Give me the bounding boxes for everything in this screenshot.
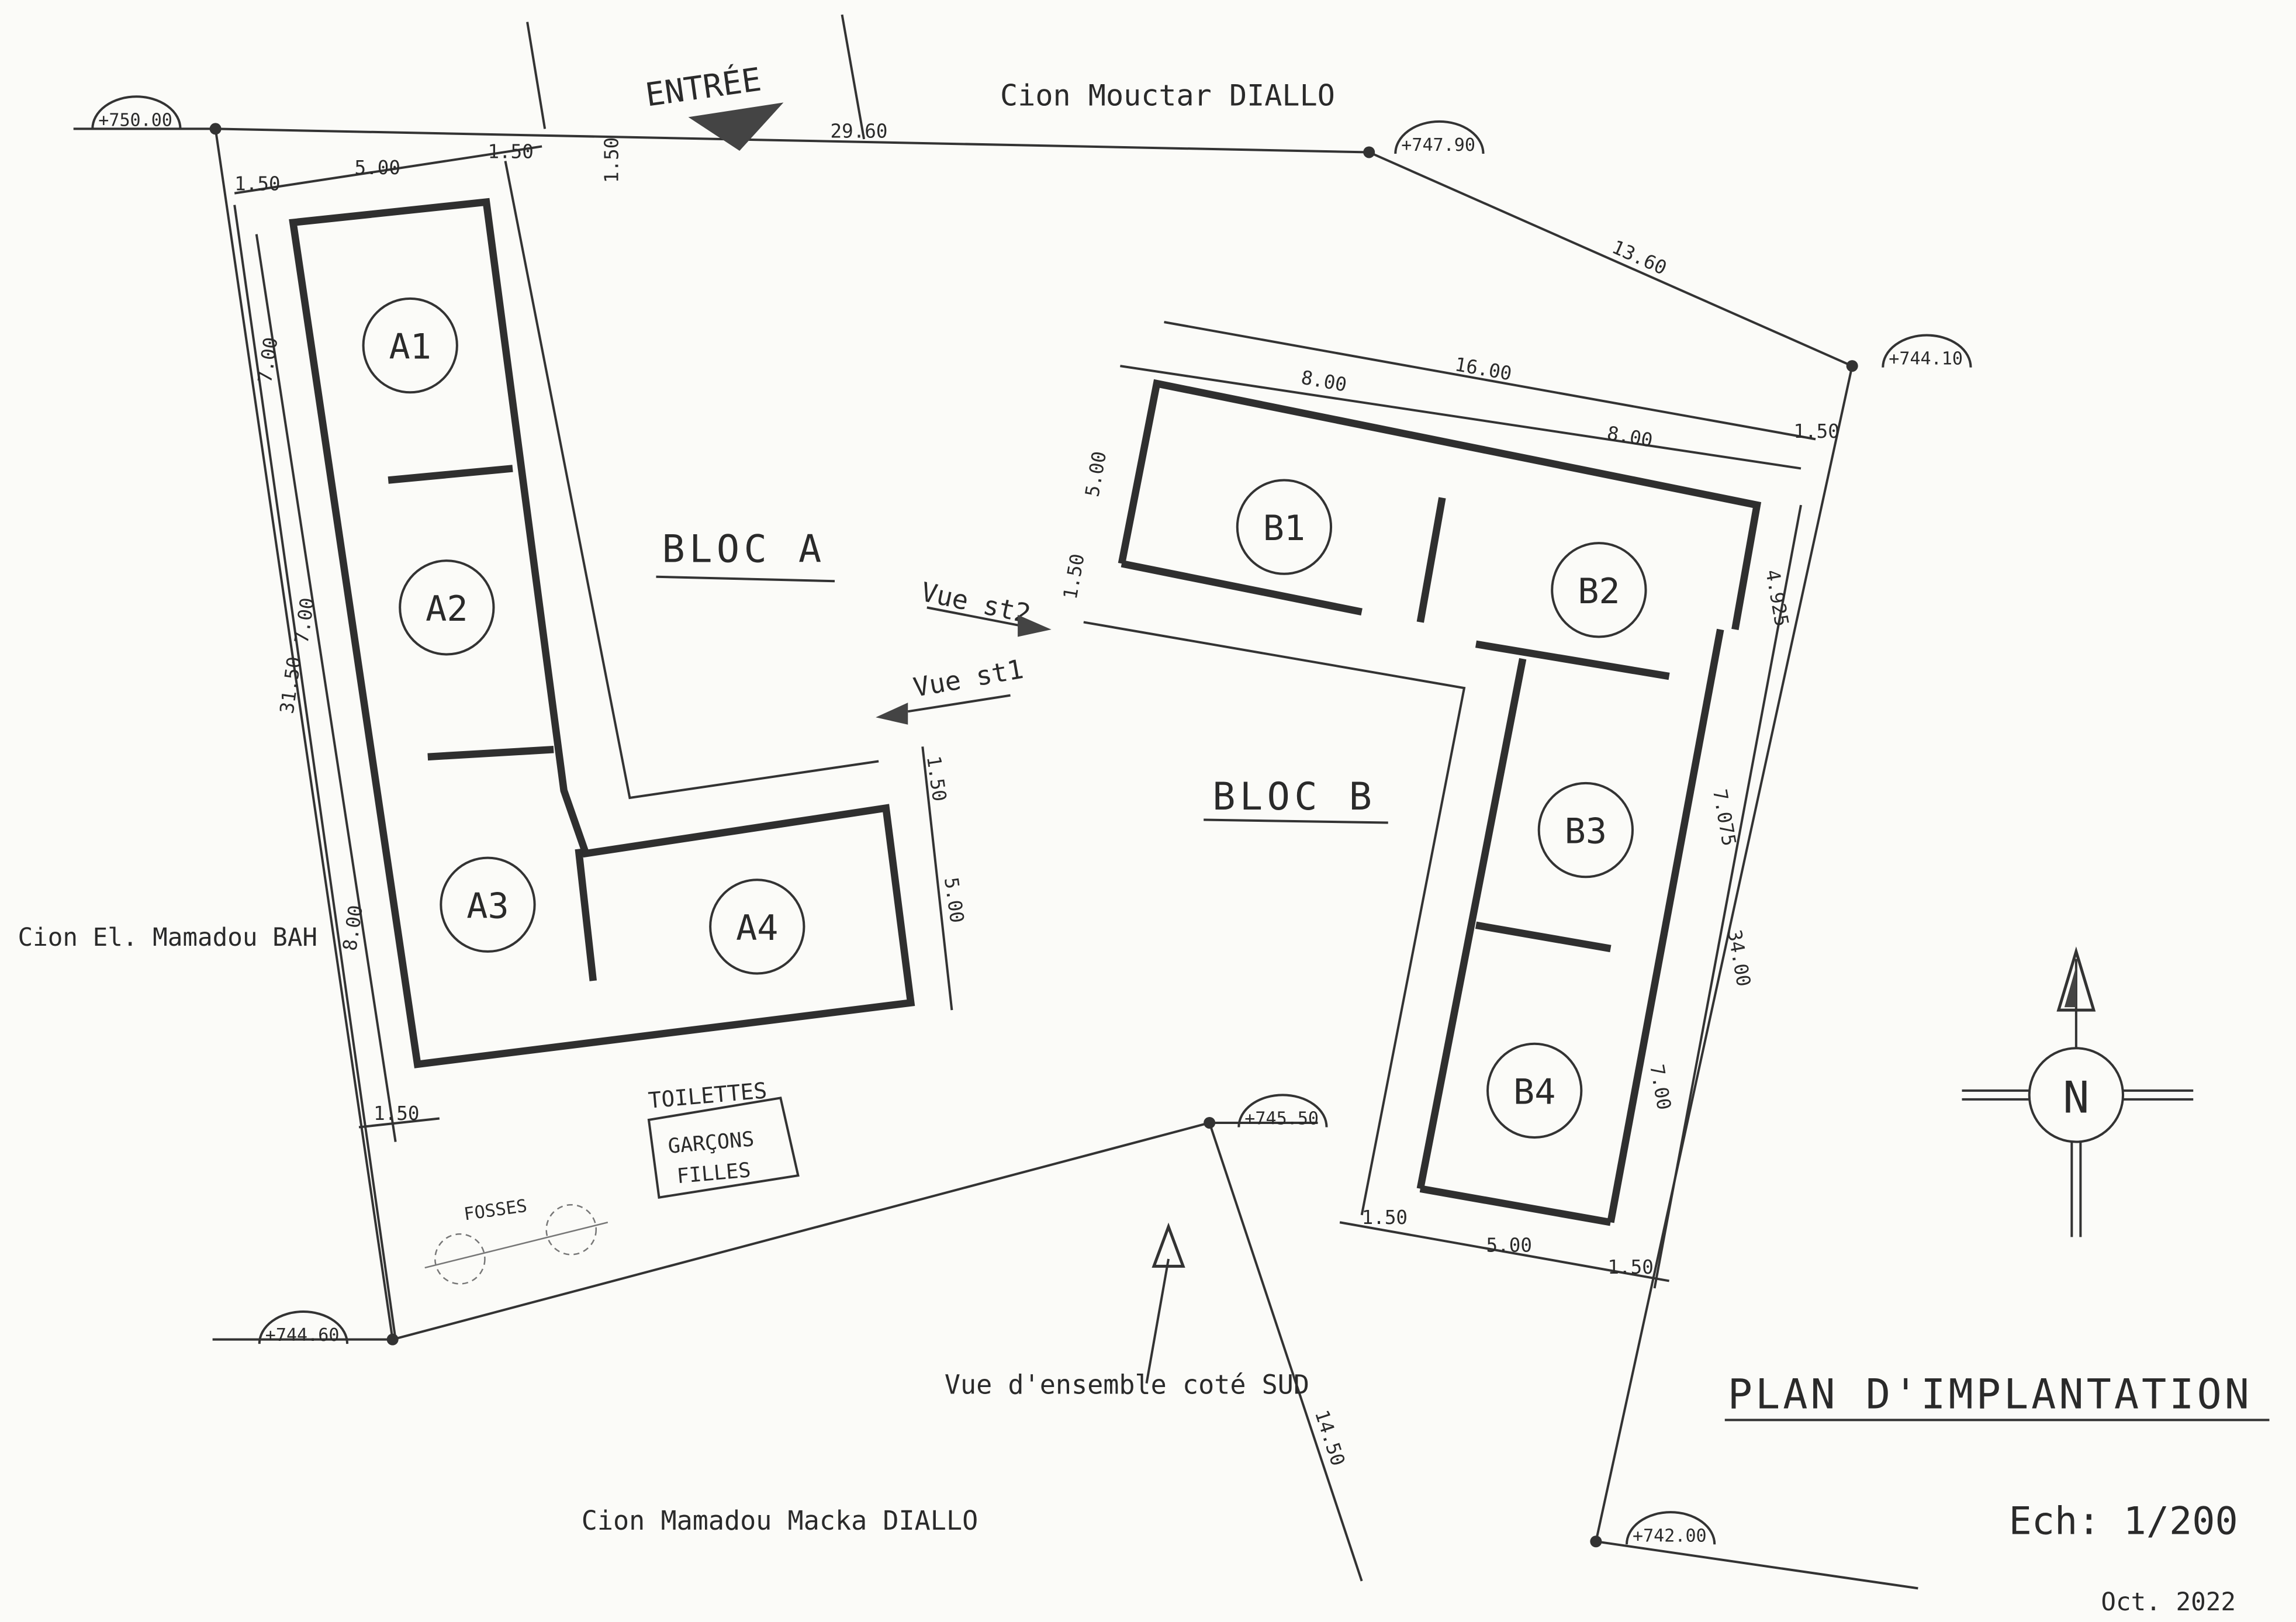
dim-label: 7.00: [1645, 1063, 1675, 1112]
dim-label: 1.50: [374, 1102, 419, 1125]
date-label: Oct. 2022: [2101, 1588, 2236, 1617]
dim-label: 16.00: [1453, 353, 1513, 385]
svg-text:B3: B3: [1565, 811, 1607, 852]
room-b4: B4: [1486, 1042, 1583, 1139]
dim-label: 8.00: [1606, 422, 1655, 452]
compass-n: N: [2063, 1071, 2089, 1123]
dim-north: 29.60: [831, 120, 888, 142]
dim-label: 1.50: [922, 755, 951, 803]
svg-text:GARÇONS: GARÇONS: [667, 1127, 755, 1158]
bloc-b: BLOC B B1 B2 B3 B4 16.00 8.00 8.00 1.50 …: [1059, 321, 1839, 1289]
dim-label: 1.50: [487, 140, 533, 162]
svg-text:Vue d'ensemble coté SUD: Vue d'ensemble coté SUD: [945, 1369, 1309, 1400]
dim-label: 7.00: [291, 596, 319, 645]
elevation-label: +744.60: [265, 1325, 340, 1346]
dim-label: 1.50: [1362, 1206, 1408, 1229]
svg-text:B2: B2: [1578, 571, 1620, 612]
elevation-label: +742.00: [1633, 1526, 1707, 1546]
dim-label: 1.50: [600, 137, 623, 183]
dim-label: 1.50: [1793, 420, 1839, 442]
dim-label: 8.00: [338, 904, 367, 952]
room-a4: A4: [709, 879, 805, 975]
svg-text:TOILETTES: TOILETTES: [647, 1077, 768, 1113]
dim-label: 5.00: [1081, 449, 1111, 499]
dim-label: 1.50: [1059, 552, 1089, 601]
view-arrow-1: Vue st1: [876, 653, 1026, 725]
svg-text:B4: B4: [1513, 1071, 1555, 1112]
site-boundary: [73, 14, 1918, 1590]
svg-text:B1: B1: [1263, 508, 1305, 549]
elevation-label: +750.00: [98, 110, 172, 130]
room-a3: A3: [440, 856, 536, 953]
neighbor-north: Cion Mouctar DIALLO: [1000, 78, 1335, 112]
bloc-a-label: BLOC A: [662, 528, 826, 572]
dim-label: 1.50: [1607, 1256, 1653, 1278]
dim-label: 8.00: [1299, 366, 1348, 396]
dim-label: 5.00: [355, 157, 400, 179]
svg-text:A2: A2: [426, 589, 468, 630]
view-arrow-south: Vue d'ensemble coté SUD: [945, 1222, 1309, 1400]
dim-label: 5.00: [1486, 1234, 1532, 1256]
dim-label: 31.50: [276, 655, 306, 715]
neighbor-west: Cion El. Mamadou BAH: [18, 923, 318, 952]
dim-label: 7.075: [1709, 787, 1740, 848]
room-b2: B2: [1551, 542, 1647, 638]
bloc-b-label: BLOC B: [1212, 775, 1376, 819]
bloc-a: BLOC A A1 A2 A3 A4 1.50 5.00 1.50 1.50 3…: [233, 137, 969, 1340]
room-a2: A2: [399, 559, 495, 656]
elevation-markers: +750.00 +747.90 +744.10 +745.50 +744.60 …: [91, 95, 1972, 1546]
entrance-label: ENTRÉE: [643, 61, 763, 114]
septic-pits: FOSSES: [424, 1196, 608, 1285]
dim-label: 5.00: [940, 876, 969, 925]
dim-south: 14.50: [1310, 1407, 1349, 1469]
svg-text:A4: A4: [736, 908, 778, 949]
elevation-label: +744.10: [1889, 349, 1963, 369]
neighbor-south: Cion Mamadou Macka DIALLO: [582, 1505, 978, 1536]
room-b1: B1: [1236, 479, 1333, 575]
scale-label: Ech: 1/200: [2009, 1500, 2238, 1544]
room-a1: A1: [362, 297, 458, 394]
north-compass: N: [1962, 946, 2194, 1237]
svg-text:A3: A3: [466, 886, 509, 926]
toilets: TOILETTES GARÇONS FILLES: [647, 1077, 800, 1199]
svg-text:FOSSES: FOSSES: [463, 1196, 528, 1225]
view-arrow-2: Vue st2: [918, 576, 1052, 637]
elevation-label: +745.50: [1244, 1108, 1319, 1129]
svg-text:A1: A1: [389, 327, 431, 368]
room-b3: B3: [1537, 781, 1634, 879]
plan-title: PLAN D'IMPLANTATION: [1728, 1370, 2252, 1418]
dim-label: 34.00: [1723, 928, 1755, 988]
elevation-label: +747.90: [1401, 135, 1475, 155]
svg-text:Vue st2: Vue st2: [918, 576, 1033, 630]
dim-label: 1.50: [234, 173, 280, 195]
